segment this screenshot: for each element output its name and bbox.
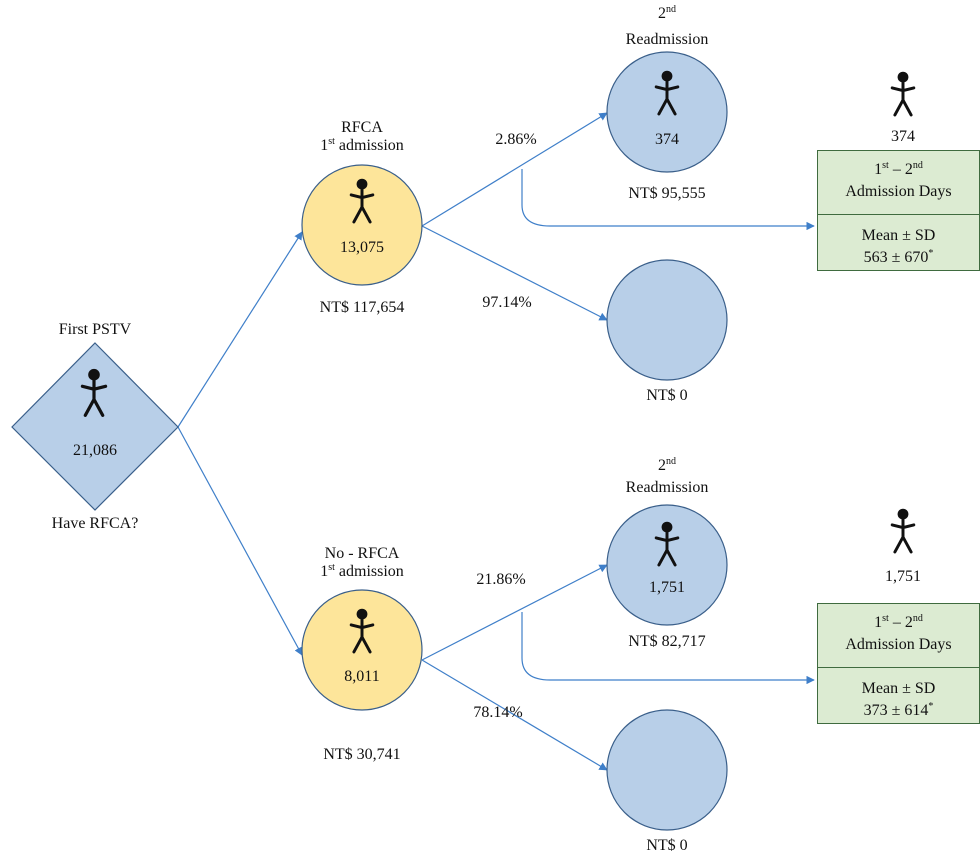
- no-rfca-cost: NT$ 30,741: [323, 746, 401, 763]
- rfca-admission-node: [301, 164, 423, 286]
- no-rfca-readmission-node: [606, 504, 728, 626]
- no-rfca-no-readmit-cost: NT$ 0: [646, 837, 688, 854]
- root-title: First PSTV: [58, 321, 132, 338]
- no-rfca-count: 8,011: [344, 668, 380, 685]
- no-rfca-admission-days-box: 1st – 2nd Admission Days Mean ± SD 373 ±…: [817, 603, 980, 724]
- no-rfca-branch-title: No - RFCA: [324, 545, 400, 562]
- root-diamond-node: [11, 342, 179, 511]
- edge-no-rfca-to-readmit: [421, 564, 608, 661]
- summary-range-label: 1st – 2nd: [874, 613, 923, 632]
- no-rfca-no-readmit-pct: 78.14%: [473, 704, 523, 721]
- root-question: Have RFCA?: [51, 515, 139, 532]
- no-rfca-admission-label: 1st admission: [320, 562, 404, 581]
- summary-stat-label: Mean ± SD: [861, 680, 936, 697]
- rfca-no-readmit-pct: 97.14%: [482, 294, 532, 311]
- rfca-cost: NT$ 117,654: [319, 299, 405, 316]
- edge-no-rfca-to-summary: [521, 612, 815, 685]
- rfca-admission-label: 1st admission: [320, 136, 404, 155]
- edge-rfca-to-summary: [521, 169, 815, 231]
- rfca-readmission-node: [606, 51, 728, 173]
- no-rfca-readmit-cost: NT$ 82,717: [628, 633, 706, 650]
- edge-no-rfca-to-no-readmit: [421, 659, 608, 771]
- summary-title: Admission Days: [845, 636, 952, 653]
- no-rfca-readmit-ordinal: 2nd: [658, 456, 676, 475]
- no-rfca-summary-count: 1,751: [885, 568, 921, 585]
- rfca-readmit-pct: 2.86%: [495, 131, 537, 148]
- rfca-readmit-ordinal: 2nd: [658, 4, 676, 23]
- edge-root-to-rfca: [177, 231, 303, 428]
- rfca-readmit-cost: NT$ 95,555: [628, 185, 706, 202]
- rfca-count: 13,075: [340, 239, 384, 256]
- edge-rfca-to-readmit: [421, 112, 608, 227]
- edge-root-to-no-rfca: [177, 426, 303, 656]
- no-rfca-admission-node: [301, 589, 423, 711]
- no-rfca-readmit-pct: 21.86%: [476, 571, 526, 588]
- rfca-summary-count: 374: [891, 128, 915, 145]
- summary-stat-label: Mean ± SD: [861, 227, 936, 244]
- no-rfca-no-readmission-node: [606, 709, 728, 831]
- rfca-readmit-title: Readmission: [625, 31, 709, 48]
- summary-title: Admission Days: [845, 183, 952, 200]
- rfca-branch-title: RFCA: [341, 119, 383, 136]
- person-icon: [890, 70, 916, 117]
- summary-stat-value: 563 ± 670*: [863, 248, 934, 267]
- no-rfca-readmit-title: Readmission: [625, 479, 709, 496]
- summary-range-label: 1st – 2nd: [874, 160, 923, 179]
- edge-rfca-to-no-readmit: [421, 225, 608, 321]
- rfca-no-readmission-node: [606, 259, 728, 381]
- rfca-no-readmit-cost: NT$ 0: [646, 387, 688, 404]
- summary-stat-value: 373 ± 614*: [863, 701, 934, 720]
- rfca-readmit-count: 374: [655, 131, 679, 148]
- person-icon: [890, 507, 916, 554]
- no-rfca-readmit-count: 1,751: [649, 579, 685, 596]
- root-count: 21,086: [73, 442, 117, 459]
- rfca-admission-days-box: 1st – 2nd Admission Days Mean ± SD 563 ±…: [817, 150, 980, 271]
